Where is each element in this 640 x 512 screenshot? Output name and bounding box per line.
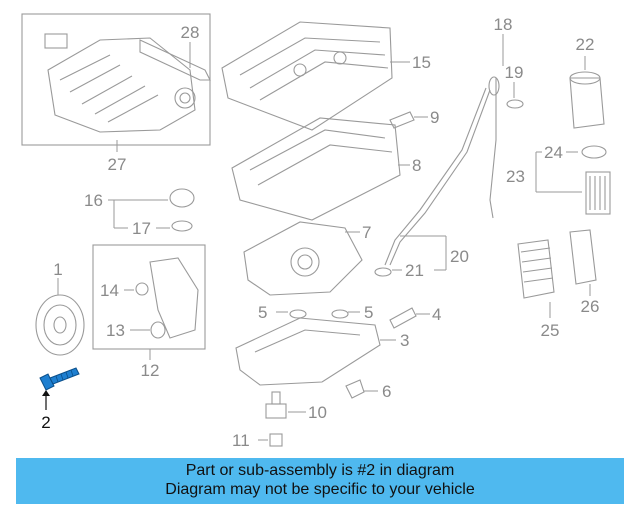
callout-13: 13 bbox=[106, 321, 125, 340]
callout-24: 24 bbox=[544, 143, 563, 162]
seal-19 bbox=[506, 99, 524, 109]
sensor-9 bbox=[389, 111, 415, 129]
callout-10: 10 bbox=[308, 403, 327, 422]
callout-18: 18 bbox=[494, 15, 513, 34]
callout-8: 8 bbox=[412, 156, 421, 175]
washer-5b bbox=[331, 309, 349, 319]
dipstick bbox=[489, 78, 497, 219]
callout-15: 15 bbox=[412, 53, 431, 72]
callout-6: 6 bbox=[382, 382, 391, 401]
intake-manifold bbox=[44, 33, 196, 133]
oil-filler-cap bbox=[169, 188, 195, 208]
bolt-part-2 bbox=[39, 367, 80, 391]
filter-element bbox=[585, 171, 611, 215]
seal-17 bbox=[171, 220, 193, 232]
nut-11 bbox=[269, 433, 283, 447]
callout-28: 28 bbox=[181, 23, 200, 42]
seal-21 bbox=[374, 267, 392, 277]
caption-disclaimer-line: Diagram may not be specific to your vehi… bbox=[165, 481, 475, 498]
intake-gasket bbox=[139, 39, 211, 81]
callout-3: 3 bbox=[400, 331, 409, 350]
cylinder-head bbox=[231, 117, 401, 221]
callout-4: 4 bbox=[432, 305, 441, 324]
callout-23: 23 bbox=[506, 167, 525, 186]
oil-filter bbox=[569, 71, 605, 129]
crankshaft-pulley bbox=[35, 294, 85, 356]
callout-17: 17 bbox=[132, 219, 151, 238]
oil-cooler bbox=[517, 239, 555, 299]
oil-pump-carrier bbox=[243, 221, 363, 296]
callout-12: 12 bbox=[141, 361, 160, 380]
valve-cover bbox=[221, 21, 393, 131]
cooler-gasket bbox=[569, 229, 597, 285]
diagram-caption-banner: Part or sub-assembly is #2 in diagram Di… bbox=[16, 458, 624, 504]
callout-19: 19 bbox=[505, 63, 524, 82]
timing-cover bbox=[149, 257, 199, 339]
callout-9: 9 bbox=[430, 108, 439, 127]
seal-14 bbox=[135, 282, 149, 296]
callout-2: 2 bbox=[41, 413, 50, 432]
sensor-4 bbox=[389, 307, 417, 329]
timing-cover-group-frame bbox=[92, 244, 206, 350]
callout-20: 20 bbox=[450, 247, 469, 266]
washer-5a bbox=[289, 309, 307, 319]
callout-21: 21 bbox=[405, 261, 424, 280]
callout-25: 25 bbox=[541, 321, 560, 340]
caption-part-line: Part or sub-assembly is #2 in diagram bbox=[185, 462, 455, 479]
callout-5b: 5 bbox=[364, 303, 373, 322]
dipstick-tube bbox=[384, 87, 487, 266]
callout-5a: 5 bbox=[258, 303, 267, 322]
callout-7: 7 bbox=[362, 223, 371, 242]
callout-27: 27 bbox=[108, 155, 127, 174]
callout-26: 26 bbox=[581, 297, 600, 316]
callout-16: 16 bbox=[84, 191, 103, 210]
seal-24 bbox=[581, 145, 607, 159]
drain-plug bbox=[345, 379, 365, 399]
seal-13 bbox=[150, 321, 166, 339]
oil-pan bbox=[235, 317, 381, 386]
callout-11: 11 bbox=[232, 431, 250, 450]
callout-22: 22 bbox=[576, 35, 595, 54]
callout-14: 14 bbox=[100, 281, 119, 300]
oil-level-sensor bbox=[265, 391, 287, 419]
callout-1: 1 bbox=[53, 260, 62, 279]
